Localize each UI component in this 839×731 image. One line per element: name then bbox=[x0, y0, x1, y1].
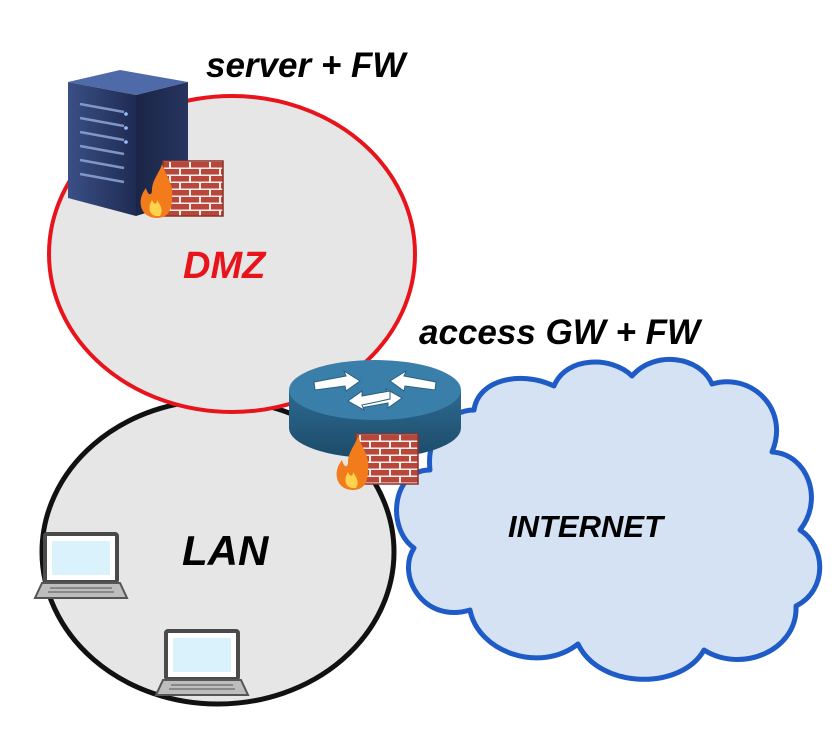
firewall-icon bbox=[140, 160, 224, 218]
laptop-icon bbox=[33, 532, 129, 599]
internet-label: INTERNET bbox=[508, 509, 666, 544]
server-label: server + FW bbox=[206, 46, 408, 85]
lan-label: LAN bbox=[182, 527, 270, 574]
cloud-icon bbox=[394, 356, 823, 682]
flame-icon bbox=[140, 164, 173, 218]
dmz-label: DMZ bbox=[183, 245, 267, 287]
gateway-label: access GW + FW bbox=[419, 313, 703, 352]
flame-icon bbox=[336, 436, 369, 490]
firewall-icon bbox=[336, 433, 419, 490]
laptop-icon bbox=[154, 629, 250, 696]
